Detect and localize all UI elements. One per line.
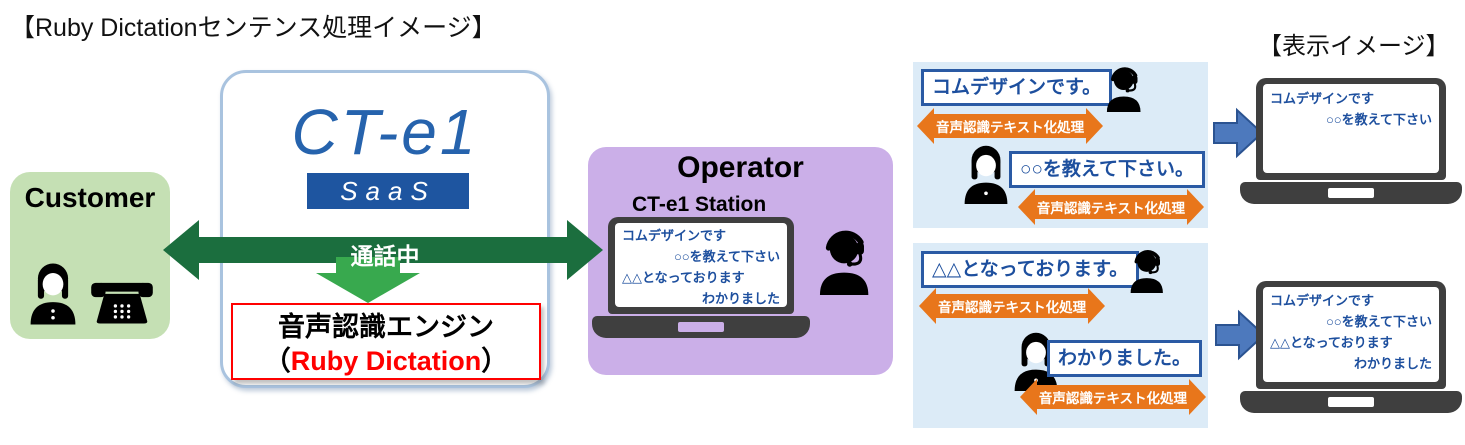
call-status-label: 通話中 (350, 243, 420, 269)
arrow-head-right (1086, 108, 1104, 144)
display-screen-2: コムデザインです ○○を教えて下さい △△となっております わかりました (1263, 287, 1439, 382)
laptop-notch (1328, 188, 1374, 198)
saas-badge: SaaS (307, 173, 469, 209)
laptop-base (1240, 391, 1462, 413)
operator-screen: コムデザインです ○○を教えて下さい △△となっております わかりました (615, 223, 787, 307)
speech-to-text-arrow: 音声認識テキスト化処理 (917, 108, 1104, 144)
speech-to-text-arrow: 音声認識テキスト化処理 (1019, 379, 1206, 415)
display-laptop-2: コムデザインです ○○を教えて下さい △△となっております わかりました (1240, 281, 1462, 413)
speech-bubble-customer: わかりました。 (1046, 340, 1202, 377)
customer-label: Customer (24, 182, 156, 213)
operator-title: Operator (677, 151, 804, 184)
phone-icon (91, 282, 153, 324)
chat-line: ○○を教えて下さい (1325, 112, 1432, 127)
conversation-panel-2: △△となっております。 音声認識テキスト化処理 わかりました。 音声認識テキスト… (913, 243, 1208, 428)
operator-headset-icon (1106, 67, 1141, 112)
arrow-head-left (1017, 189, 1035, 225)
cte1-logo: CT-e1 (291, 96, 479, 168)
chat-line: わかりました (701, 291, 780, 306)
chat-line: わかりました (1353, 356, 1432, 371)
speech-bubble-operator: △△となっております。 (921, 251, 1140, 288)
display-arrow-icon (1213, 107, 1263, 159)
operator-box: Operator CT-e1 Station コムデザインです ○○を教えて下さ… (588, 147, 893, 375)
chat-line: コムデザインです (1270, 293, 1375, 308)
laptop-bezel: コムデザインです ○○を教えて下さい △△となっております わかりました (1256, 281, 1446, 389)
engine-down-arrow (316, 257, 420, 303)
cte1-saas-box: CT-e1 SaaS 音声認識エンジン （Ruby Dictation） (220, 70, 550, 388)
engine-name: Ruby Dictation (290, 345, 482, 376)
arrow-head-left (917, 108, 934, 144)
arrow-head-left (919, 288, 936, 324)
speech-to-text-arrow: 音声認識テキスト化処理 (919, 288, 1106, 324)
speech-to-text-arrow: 音声認識テキスト化処理 (1017, 189, 1204, 225)
arrow-head-right (1187, 189, 1204, 225)
display-screen-1: コムデザインです ○○を教えて下さい (1263, 84, 1439, 173)
display-laptop-1: コムデザインです ○○を教えて下さい (1240, 78, 1462, 204)
chat-line: △△となっております (1270, 335, 1393, 350)
chat-line: コムデザインです (1270, 91, 1375, 106)
process-label: 音声認識テキスト化処理 (1034, 195, 1187, 219)
laptop-base (1240, 182, 1462, 204)
display-arrow-icon (1215, 309, 1265, 361)
chat-line: ○○を教えて下さい (673, 249, 780, 264)
engine-title: 音声認識エンジン (278, 312, 494, 342)
operator-laptop: コムデザインです ○○を教えて下さい △△となっております わかりました (592, 217, 810, 338)
laptop-base (592, 316, 810, 338)
chat-line: ○○を教えて下さい (1325, 314, 1432, 329)
laptop-bezel: コムデザインです ○○を教えて下さい (1256, 78, 1446, 180)
chat-line: コムデザインです (622, 228, 727, 243)
customer-icons (10, 259, 170, 325)
process-label: 音声認識テキスト化処理 (934, 114, 1087, 138)
customer-box: Customer (10, 172, 170, 339)
chat-line: △△となっております (622, 270, 745, 285)
speech-bubble-operator: コムデザインです。 (921, 69, 1113, 106)
speech-bubble-customer: ○○を教えて下さい。 (1008, 151, 1205, 188)
laptop-notch (1328, 397, 1374, 407)
process-label: 音声認識テキスト化処理 (936, 294, 1089, 318)
arrow-head-left (1019, 379, 1037, 415)
engine-name-line: （Ruby Dictation） (263, 345, 509, 376)
laptop-notch (678, 322, 724, 332)
conversation-panel-1: コムデザインです。 音声認識テキスト化処理 ○○を教えて下さい。 音声認識テキス… (913, 62, 1208, 228)
display-image-title: 【表示イメージ】 (1258, 33, 1450, 60)
speech-engine-box: 音声認識エンジン （Ruby Dictation） (231, 303, 541, 380)
arrow-head-right (1189, 379, 1206, 415)
customer-person-icon (964, 145, 1008, 204)
page-title: 【Ruby Dictationセンテンス処理イメージ】 (10, 14, 497, 42)
operator-headset-icon (819, 230, 869, 295)
customer-person-icon (30, 263, 76, 325)
laptop-bezel: コムデザインです ○○を教えて下さい △△となっております わかりました (608, 217, 794, 314)
operator-headset-icon (1130, 250, 1163, 293)
process-label: 音声認識テキスト化処理 (1036, 385, 1189, 409)
call-double-arrow (163, 220, 603, 280)
arrow-head-right (1088, 288, 1106, 324)
cte1-station-label: CT-e1 Station (632, 193, 767, 216)
